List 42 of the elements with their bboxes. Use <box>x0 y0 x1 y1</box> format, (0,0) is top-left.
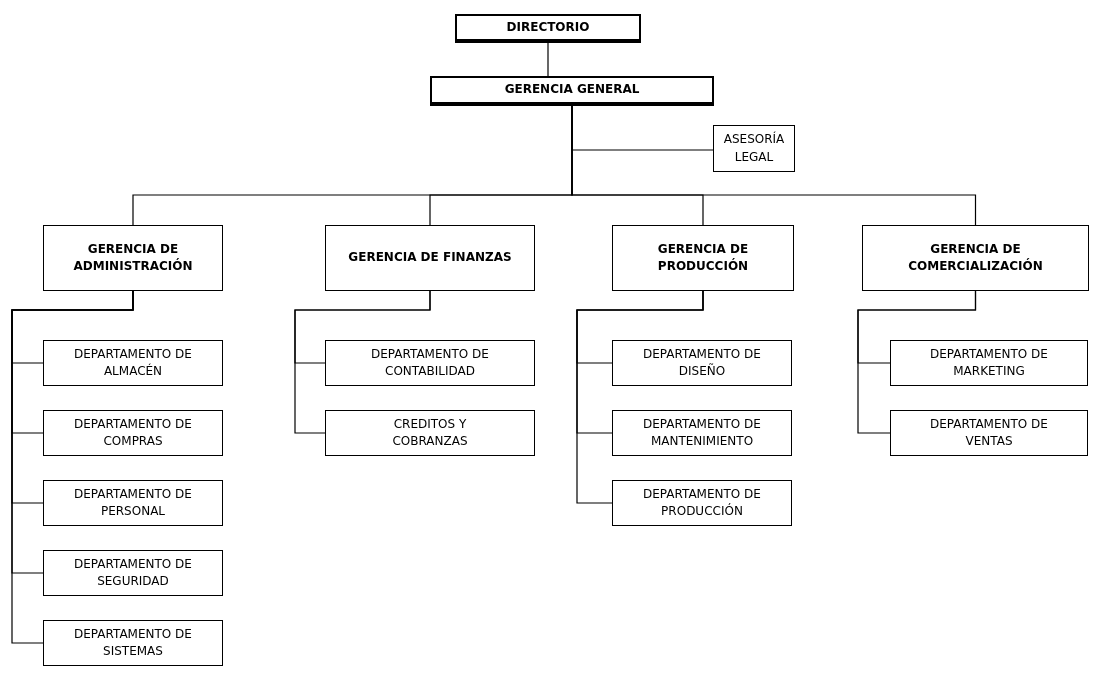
unit-name: DEPARTAMENTO DE SEGURIDAD <box>73 555 193 590</box>
org-box <box>430 76 714 106</box>
org-box <box>612 410 792 456</box>
connector-line <box>547 42 549 77</box>
org-box <box>43 480 223 526</box>
org-box <box>890 340 1088 386</box>
org-box <box>612 340 792 386</box>
org-box <box>43 550 223 596</box>
unit-name: DEPARTAMENTO DE DISEÑO <box>642 345 762 380</box>
unit-name: DEPARTAMENTO DE MARKETING <box>929 345 1049 380</box>
org-box <box>890 410 1088 456</box>
unit-title: GERENCIA DE PRODUCCIÓN <box>656 240 750 275</box>
unit-name: DEPARTAMENTO DE VENTAS <box>929 415 1049 450</box>
unit-name: DEPARTAMENTO DE MANTENIMIENTO <box>642 415 762 450</box>
unit-title: DIRECTORIO <box>506 18 590 36</box>
unit-name: DEPARTAMENTO DE COMPRAS <box>73 415 193 450</box>
connector-line <box>576 290 704 504</box>
org-box <box>43 410 223 456</box>
org-box <box>43 340 223 386</box>
unit-name: CREDITOS Y COBRANZAS <box>391 415 469 450</box>
unit-name: DEPARTAMENTO DE ALMACÉN <box>73 345 193 380</box>
unit-title: GERENCIA DE COMERCIALIZACIÓN <box>907 240 1044 275</box>
unit-title: GERENCIA GENERAL <box>504 81 640 99</box>
unit-name: DEPARTAMENTO DE CONTABILIDAD <box>370 345 490 380</box>
org-box <box>862 225 1089 291</box>
connector-line <box>294 290 431 434</box>
unit-name: ASESORÍA LEGAL <box>722 131 786 166</box>
org-box <box>325 340 535 386</box>
unit-name: DEPARTAMENTO DE SISTEMAS <box>73 625 193 660</box>
unit-name: DEPARTAMENTO DE PRODUCCIÓN <box>642 485 762 520</box>
unit-title: GERENCIA DE FINANZAS <box>348 249 512 267</box>
unit-name: DEPARTAMENTO DE PERSONAL <box>73 485 193 520</box>
org-box <box>713 125 795 172</box>
unit-title: GERENCIA DE ADMINISTRACIÓN <box>72 240 194 275</box>
org-box <box>325 225 535 291</box>
org-box <box>325 410 535 456</box>
org-box <box>43 620 223 666</box>
connector-line <box>857 290 977 434</box>
org-box <box>43 225 223 291</box>
org-box <box>455 14 641 43</box>
org-box <box>612 480 792 526</box>
org-box <box>612 225 794 291</box>
